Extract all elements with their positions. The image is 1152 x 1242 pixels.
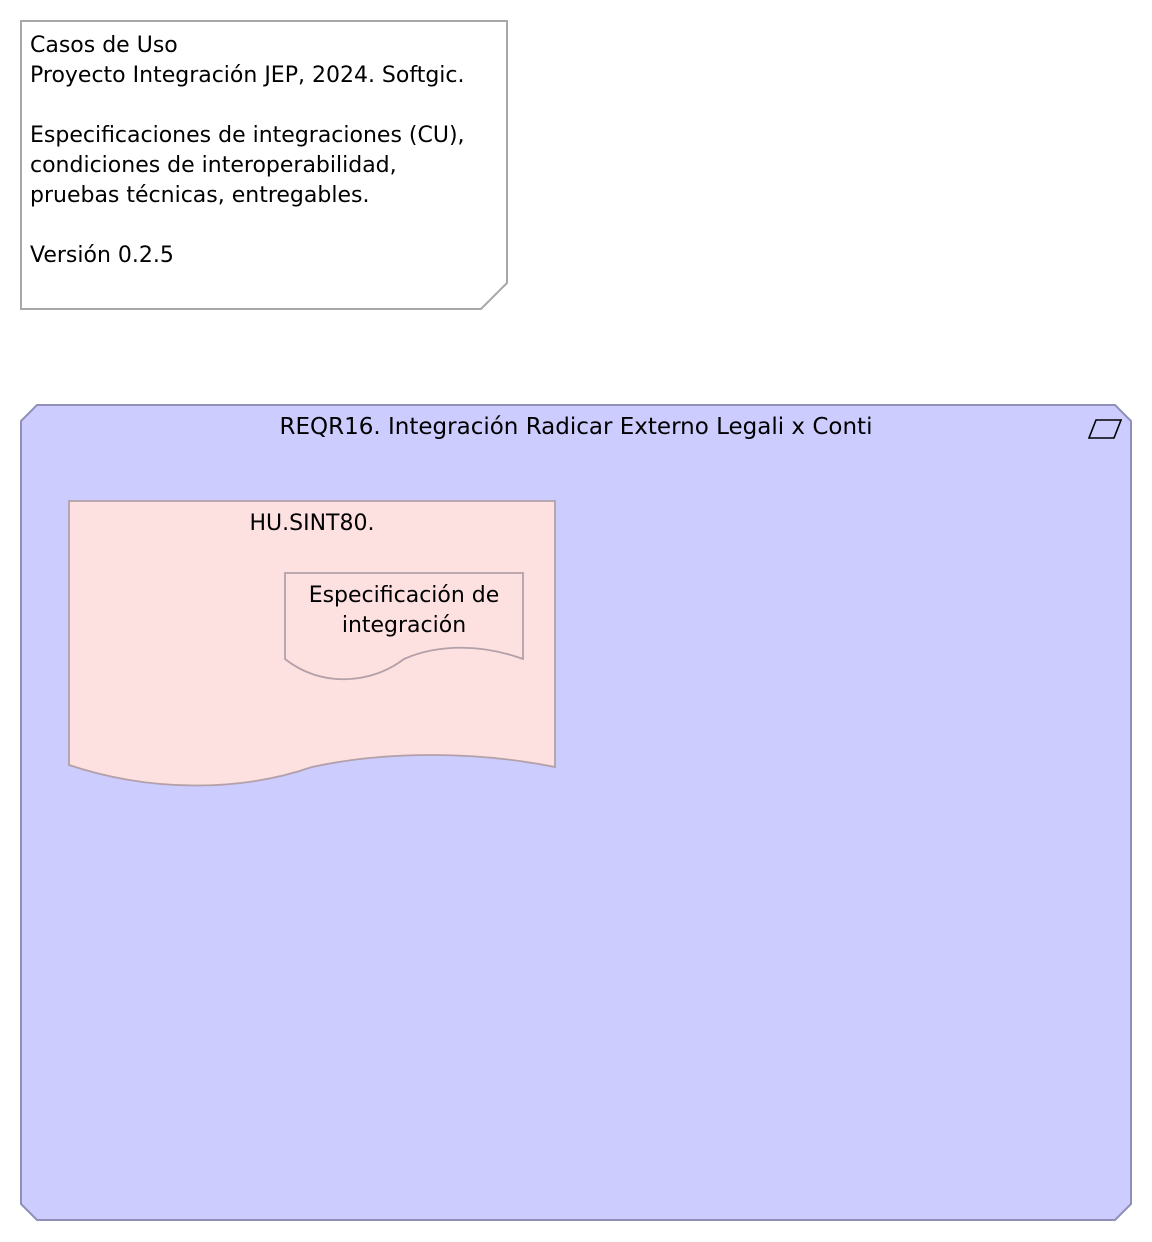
representation-box[interactable] xyxy=(284,572,524,681)
note-line: Versión 0.2.5 xyxy=(30,243,174,268)
user-story-title: HU.SINT80. xyxy=(249,511,375,536)
note-line: Especificaciones de integraciones (CU), xyxy=(30,123,465,148)
representation-label: Especificación de integración xyxy=(308,583,500,638)
note-box[interactable] xyxy=(20,20,508,310)
note-line xyxy=(30,91,500,121)
note-line xyxy=(30,211,500,241)
note-line: pruebas técnicas, entregables. xyxy=(30,183,370,208)
parallelogram-icon xyxy=(1087,419,1123,439)
note-line: Proyecto Integración JEP, 2024. Softgic. xyxy=(30,63,465,88)
note-line: condiciones de interoperabilidad, xyxy=(30,153,397,178)
note-line: Casos de Uso xyxy=(30,33,178,58)
group-title: REQR16. Integración Radicar Externo Lega… xyxy=(279,414,873,440)
